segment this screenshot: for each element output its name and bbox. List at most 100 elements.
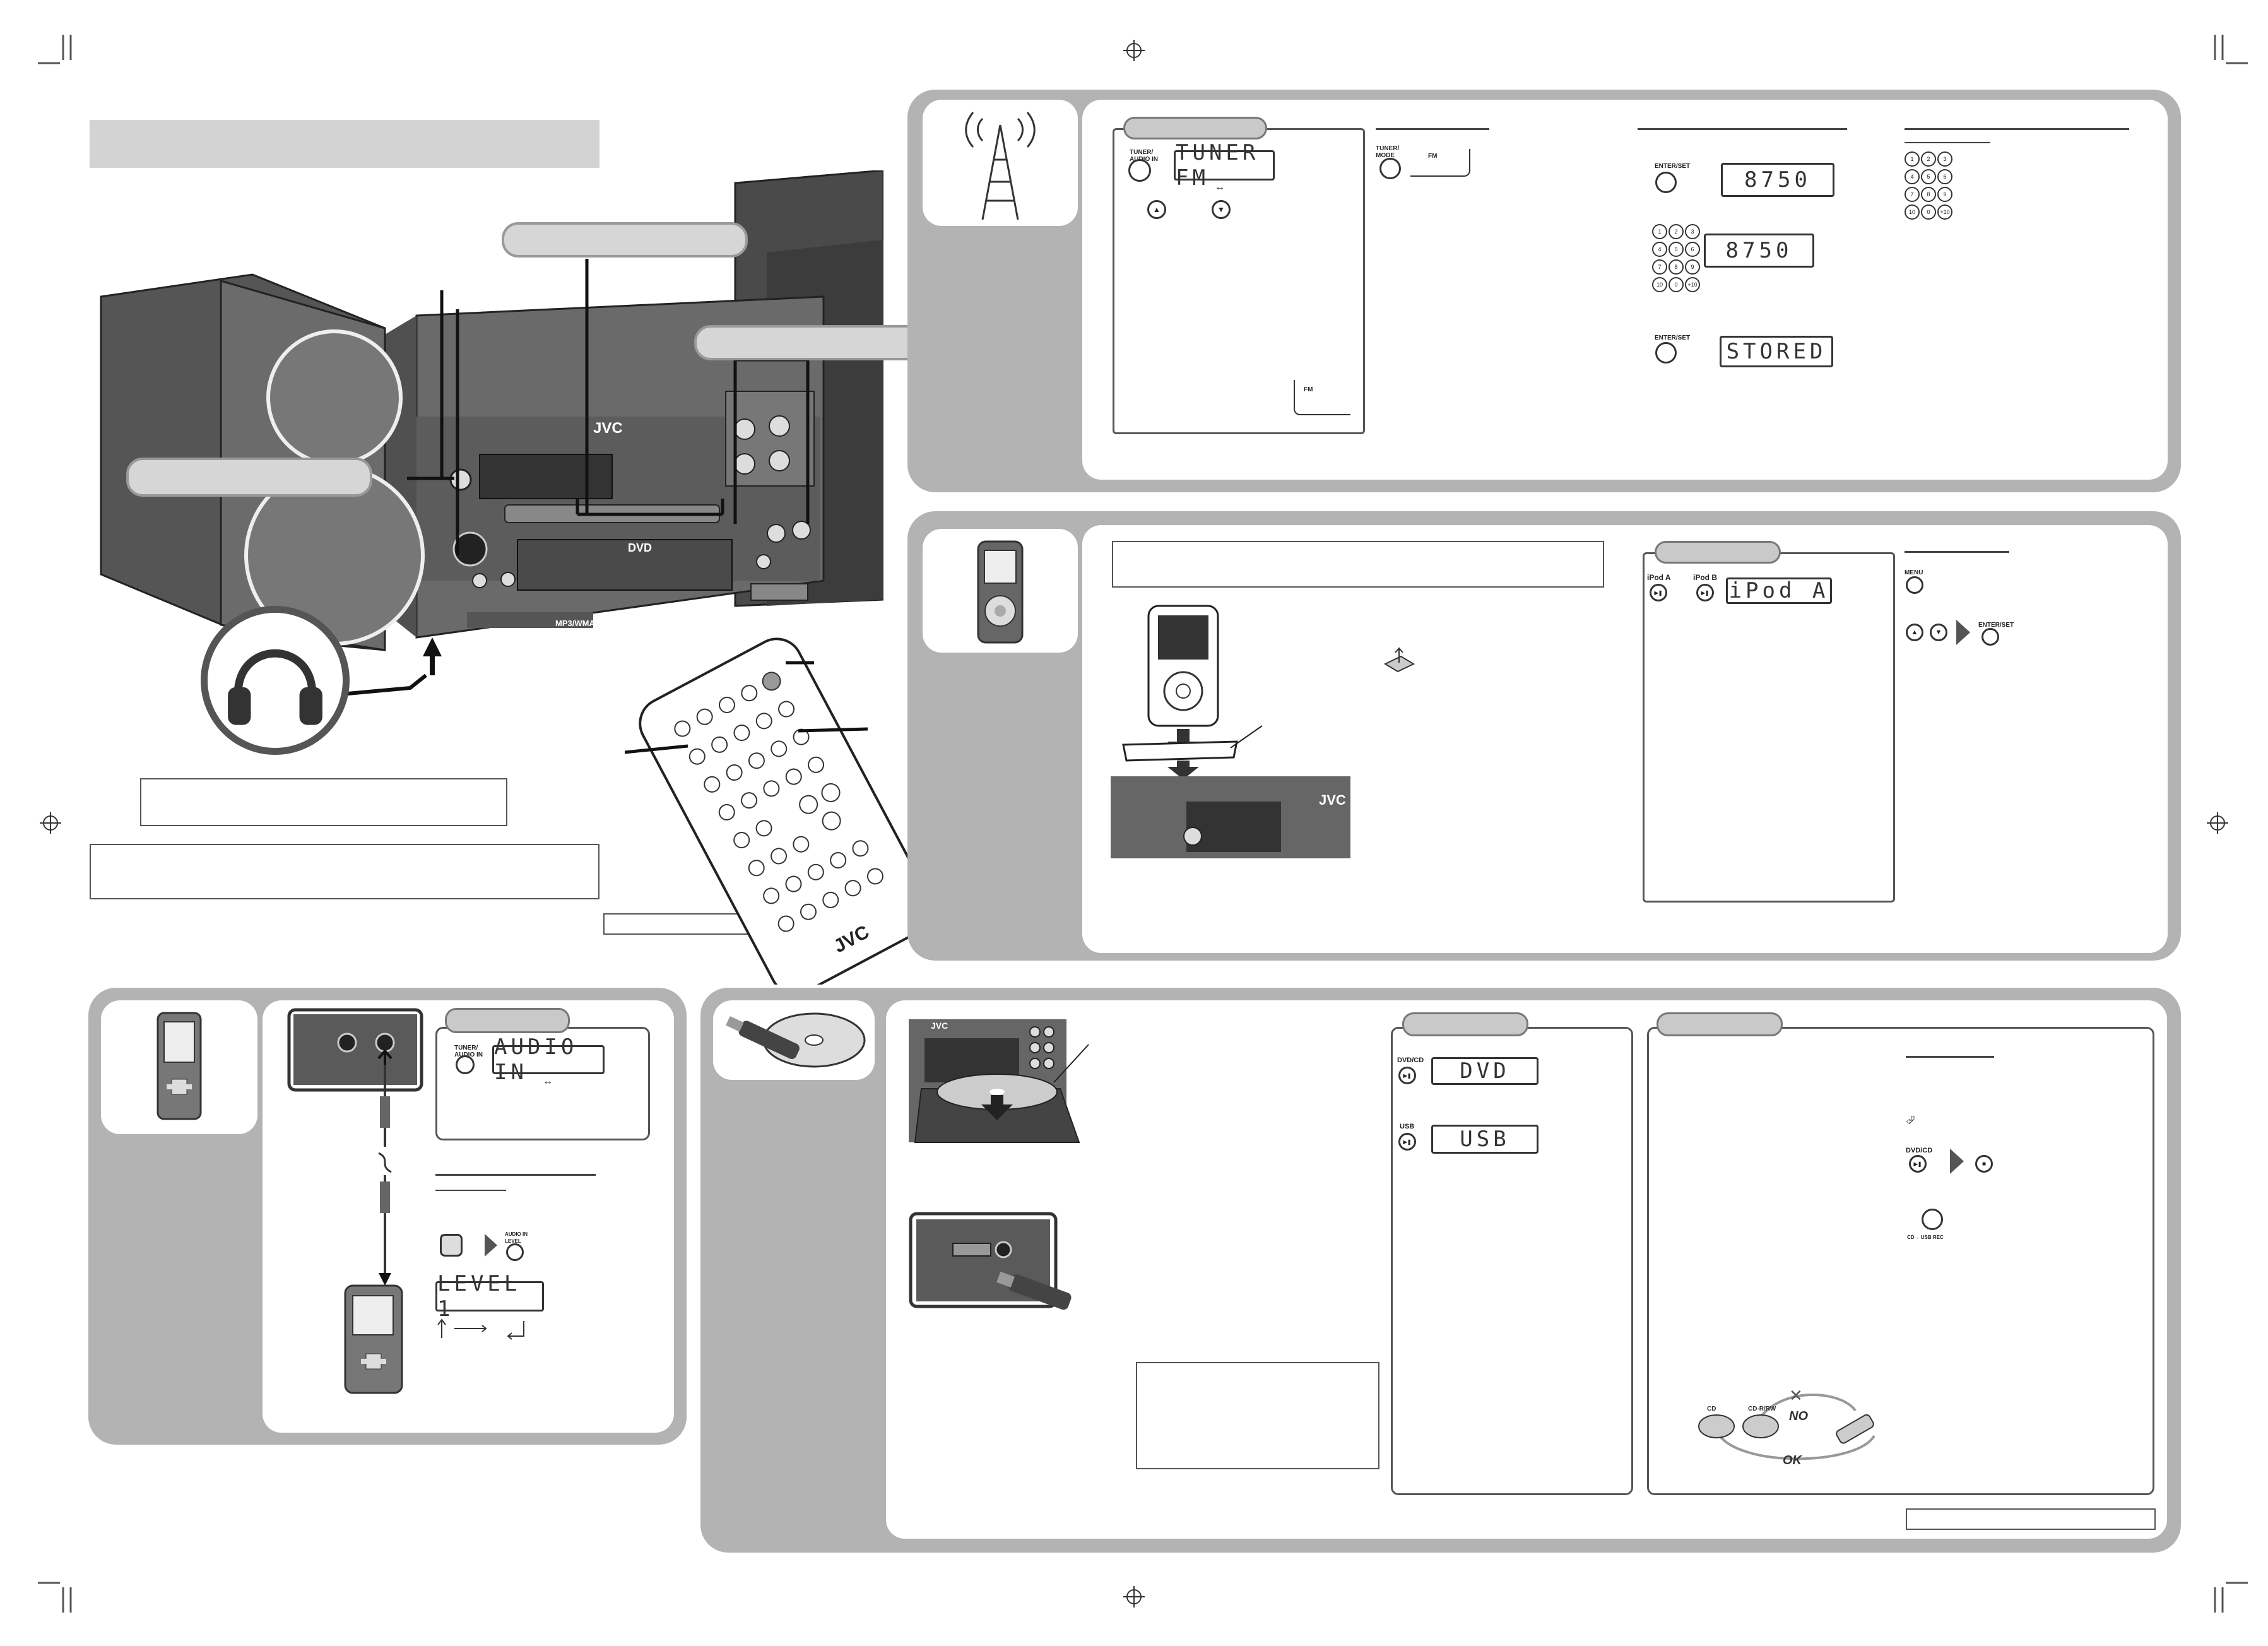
enter-set-button-2[interactable] [1655,342,1677,364]
audio-in-step-box [435,1027,650,1140]
key-5[interactable]: 5 [1669,242,1684,257]
menu-button[interactable] [1906,576,1923,594]
fm-mode-button-label: TUNER/ MODE [1376,145,1400,159]
note-box-2 [90,844,599,899]
svg-text:JVC: JVC [931,1021,948,1031]
key-2[interactable]: 2 [1669,224,1684,239]
enter-set-label-1: ENTER/SET [1655,163,1691,170]
dvd-cd-button-2[interactable]: ▶❚ [1909,1155,1927,1173]
ipod-enter-set-button[interactable] [1982,628,1999,646]
key-9[interactable]: 9 [1937,187,1952,202]
ipod-enter-set-label: ENTER/SET [1978,622,2014,629]
tuner-audio-in-button[interactable] [1128,159,1151,182]
cd-usb-rec-button[interactable] [1922,1209,1943,1230]
key-1[interactable]: 1 [1652,224,1667,239]
key-5[interactable]: 5 [1921,169,1936,184]
menu-label: MENU [1905,569,1923,576]
ipod-b-label: iPod B [1693,573,1717,582]
key-7[interactable]: 7 [1652,259,1667,275]
stop-button[interactable]: ■ [1975,1155,1993,1173]
key-2[interactable]: 2 [1921,151,1936,167]
tune-up-button[interactable]: ▲ [1147,200,1166,219]
dvd-cd-button[interactable]: ▶❚ [1398,1067,1416,1084]
key-4[interactable]: 4 [1652,242,1667,257]
key-8[interactable]: 8 [1669,259,1684,275]
key-4[interactable]: 4 [1905,169,1920,184]
note-box-1 [140,778,507,826]
key-1[interactable]: 1 [1905,151,1920,167]
key-6[interactable]: 6 [1685,242,1700,257]
disc-cdrw-label: CD-R/RW [1748,1406,1776,1412]
usb-insert-illustration [909,1212,1072,1310]
audio-cable-illustration [287,1008,423,1394]
disc-usb-icon-box [713,1000,875,1080]
ipod-a-label: iPod A [1647,573,1671,582]
callout-bar-power [126,458,372,497]
svg-text:✕: ✕ [1789,1386,1803,1405]
tuner-step-tab [1123,117,1267,139]
key-plus10[interactable]: +10 [1685,277,1700,292]
freq-display-1: 8750 [1721,163,1834,197]
usb-button[interactable]: ▶❚ [1398,1133,1416,1151]
number-keypad-1[interactable]: 1 2 3 4 5 6 7 8 9 10 0 +10 [1652,224,1700,292]
next-step-arrow-icon [1956,620,1970,645]
audio-in-tuner-button[interactable] [456,1055,475,1074]
divider-audio-level [435,1174,596,1176]
divider-fm-mode [1376,128,1489,130]
callout-bar-display [502,222,748,258]
divider-usb-record [1906,1056,1994,1058]
ipod-note-box [1112,541,1604,588]
fm-indicator-small: FM [1294,380,1350,415]
disc-usb-note-box [1136,1362,1379,1469]
disc-usb-icon [726,1012,866,1068]
disc-compat-diagram: ✕ CD CD-R/RW NO OK [1698,1386,1875,1467]
tune-down-button[interactable]: ▼ [1212,200,1231,219]
key-10[interactable]: 10 [1905,204,1920,220]
ipod-step-box [1643,552,1895,903]
ipod-icon-box [923,529,1078,653]
overview-title-bar [90,120,599,168]
number-keypad-2[interactable]: 1 2 3 4 5 6 7 8 9 10 0 +10 [1905,151,1952,220]
ipod-adapter-icon [1383,647,1415,673]
key-0[interactable]: 0 [1921,204,1936,220]
ipod-a-button[interactable]: ▶❚ [1650,584,1667,601]
fm-mode-button[interactable] [1379,158,1401,179]
cd-usb-rec-label: CD→ USB REC [1907,1234,1944,1240]
key-9[interactable]: 9 [1685,259,1700,275]
divider-direct-preset-sub [1905,142,1990,143]
usb-record-step-box [1647,1027,2154,1495]
enter-set-label-2: ENTER/SET [1655,335,1691,341]
audio-player-icon-box [101,1000,257,1134]
stored-display: STORED [1720,336,1833,367]
audio-in-display: AUDIO IN [492,1034,605,1085]
radio-tower-icon [965,112,1036,220]
key-0[interactable]: 0 [1669,277,1684,292]
enter-set-button-1[interactable] [1655,172,1677,193]
disc-tray-illustration: JVC [909,1019,1089,1143]
divider-preset [1638,128,1847,130]
audio-in-arrow-icon [485,1234,497,1257]
key-plus10[interactable]: +10 [1937,204,1952,220]
key-10[interactable]: 10 [1652,277,1667,292]
ipod-content-area [1082,525,2168,953]
toggle-arrow-icon: ↔ [1215,182,1225,192]
key-6[interactable]: 6 [1937,169,1952,184]
usb-symbol-icon: ⮰ [1906,1114,1915,1127]
audio-in-level-button[interactable] [506,1243,524,1261]
level-cycle-arrow-icon [437,1318,524,1340]
ipod-dock-illustration: JVC [1111,605,1350,858]
ipod-down-button[interactable]: ▼ [1930,624,1947,641]
key-3[interactable]: 3 [1937,151,1952,167]
ipod-b-button[interactable]: ▶❚ [1696,584,1714,601]
usb-display: USB [1431,1125,1539,1154]
shift-button[interactable] [440,1234,463,1257]
key-7[interactable]: 7 [1905,187,1920,202]
level-display: LEVEL 1 [435,1271,544,1322]
key-8[interactable]: 8 [1921,187,1936,202]
key-3[interactable]: 3 [1685,224,1700,239]
dvd-cd-label-2: DVD/CD [1906,1147,1933,1154]
disc-usb-step-box [1391,1027,1633,1495]
usb-record-step-tab [1657,1012,1783,1036]
ipod-up-button[interactable]: ▲ [1906,624,1923,641]
front-logo: JVC [593,420,623,437]
